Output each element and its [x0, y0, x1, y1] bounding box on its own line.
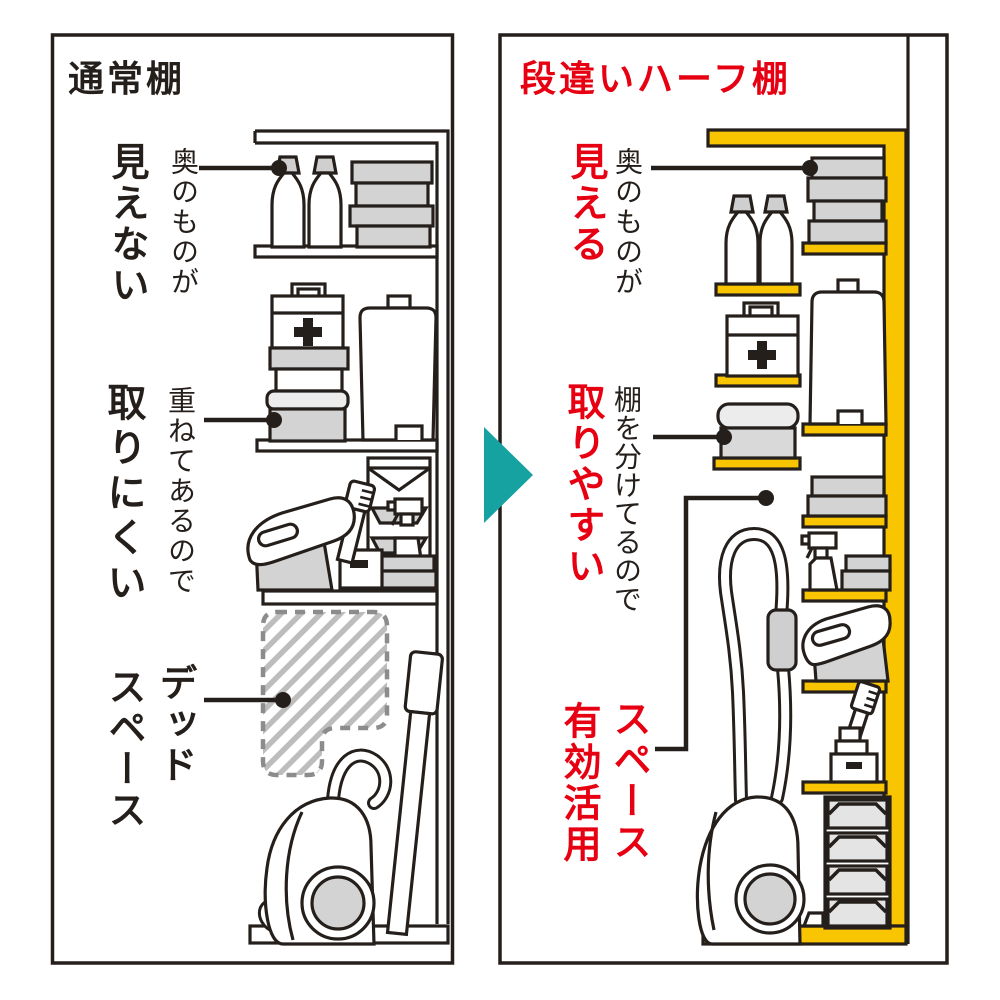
label-dead-space-line2: スペース: [102, 667, 144, 831]
label-space-use-line2: 有効活用: [557, 701, 599, 865]
label-cannot-see: 見えない: [105, 142, 147, 306]
flat-boxes: [840, 554, 892, 592]
half-shelf: [801, 588, 888, 603]
half-shelf: [714, 282, 802, 297]
iron: [246, 496, 356, 592]
vacuum-cleaner: [695, 526, 825, 946]
half-shelf: [801, 241, 888, 256]
iron: [801, 604, 892, 683]
label-divided-sub: 棚を分けてるので: [611, 385, 642, 613]
half-shelf: [712, 456, 802, 471]
first-aid-cross-icon: [748, 341, 776, 369]
storage-boxes: [806, 156, 888, 245]
drawer-unit: [823, 795, 892, 930]
first-aid-cross-icon: [294, 318, 322, 346]
bottles: [724, 194, 794, 286]
label-back-items-sub-left: 奥のものが: [168, 147, 199, 297]
cleaning-brush: [335, 479, 384, 590]
label-easy-to-take: 取りやすい: [561, 382, 603, 587]
flat-boxes: [374, 554, 438, 590]
left-panel-title: 通常棚: [68, 58, 186, 99]
left-pointer-lines: [199, 160, 291, 708]
shelf-board: [253, 244, 439, 259]
half-shelf: [801, 780, 888, 795]
right-panel-title: 段違いハーフ棚: [520, 58, 791, 99]
rounded-box: [716, 402, 800, 460]
shelf-board: [261, 589, 439, 606]
label-can-see: 見える: [564, 142, 606, 265]
spray-bottle: [800, 531, 839, 592]
vacuum-cleaner: [257, 650, 444, 946]
label-hard-to-take: 取りにくい: [102, 382, 145, 607]
right-panel: [498, 33, 949, 965]
dead-space-area: [260, 609, 390, 778]
first-aid-kit: [725, 301, 800, 378]
bottles: [270, 155, 343, 249]
arrow-right-icon: [484, 427, 533, 523]
left-panel: [50, 33, 455, 965]
half-shelf: [801, 514, 888, 529]
cleaning-brush: [829, 680, 882, 784]
stacked-boxes: [265, 346, 350, 443]
label-stacked-sub: 重ねてあるので: [165, 386, 196, 596]
label-back-items-sub-right: 奥のものが: [612, 147, 643, 297]
first-aid-kit: [270, 282, 345, 350]
right-pointer-lines: [651, 160, 818, 752]
storage-boxes: [348, 160, 435, 249]
shelf-board: [255, 438, 439, 453]
half-shelf: [801, 422, 888, 437]
trash-bin: [808, 278, 888, 426]
label-space-use-line1: スペース: [607, 699, 649, 863]
trash-bin: [358, 294, 438, 442]
storage-boxes: [806, 475, 888, 518]
label-dead-space-line1: デッド: [153, 663, 195, 786]
